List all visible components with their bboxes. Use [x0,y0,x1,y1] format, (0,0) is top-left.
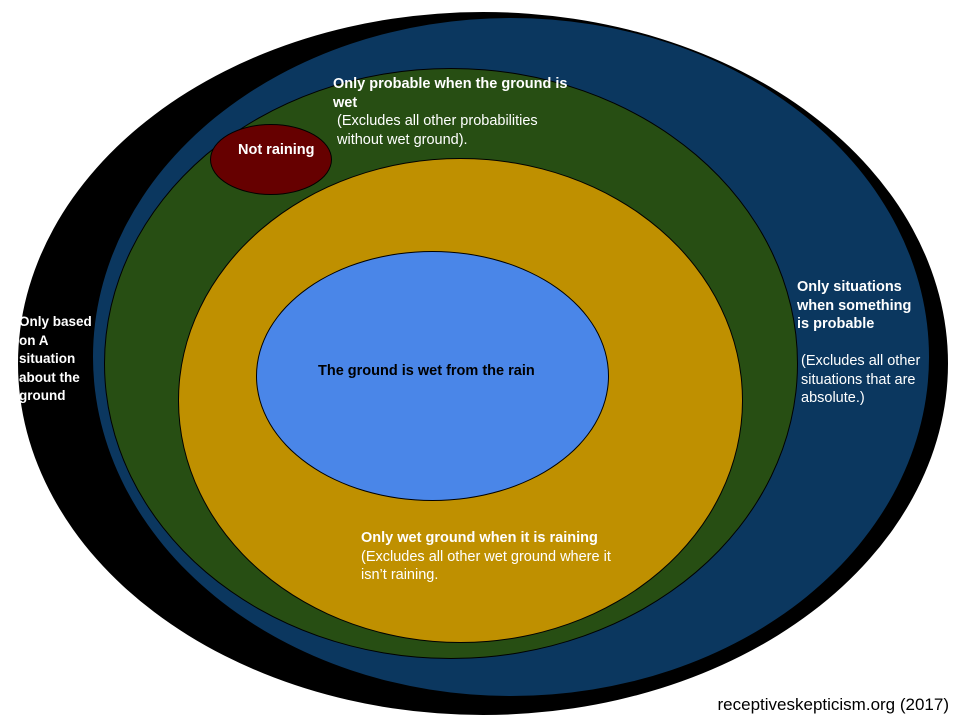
raining-wet-ground-label: Only wet ground when it is raining (Excl… [361,529,611,585]
credit-text: receptiveskepticism.org (2017) [717,695,949,714]
raining-wet-ground-title: Only wet ground when it is raining [361,530,598,546]
probable-situations-title: Only situations when something is probab… [797,279,912,332]
probable-situations-note: (Excludes all other situations that are … [801,353,921,406]
ground-wet-from-rain-ellipse [256,251,609,501]
not-raining-label: Not raining [238,142,315,158]
ground-wet-from-rain-label: The ground is wet from the rain [318,363,535,379]
not-raining-ellipse [210,124,332,195]
wet-ground-probable-note: (Excludes all other probabilities withou… [337,113,538,148]
wet-ground-probable-label: Only probable when the ground is wet (Ex… [333,75,583,149]
wet-ground-probable-title: Only probable when the ground is wet [333,76,568,111]
outer-situation-label: Only based on A situation about the grou… [19,314,92,403]
probable-situations-label: Only situations when something is probab… [797,278,927,408]
raining-wet-ground-note: (Excludes all other wet ground where it … [361,548,611,584]
label-spacer [797,334,927,353]
